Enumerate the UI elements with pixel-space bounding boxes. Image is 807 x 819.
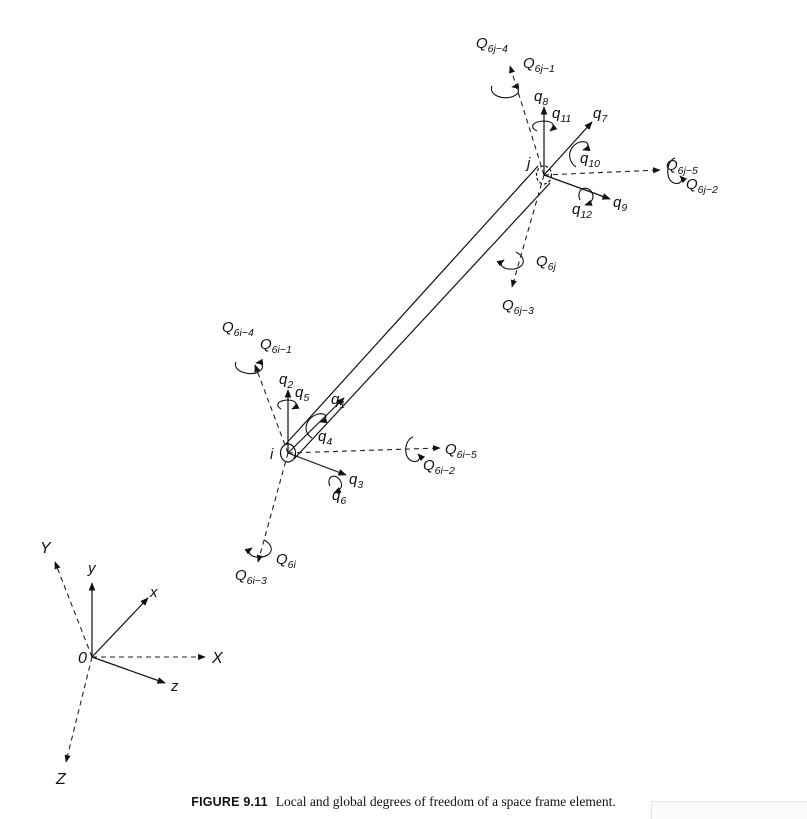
Q6i-2-label: Q6i−2 <box>423 457 455 477</box>
member-edge-lower <box>293 182 551 460</box>
q9-label: q9 <box>613 194 627 214</box>
Q6i-2-curl-icon <box>405 436 426 462</box>
q7-arrow <box>543 121 593 176</box>
Q6i-3-arrow <box>256 452 289 563</box>
Q6j-4-label: Q6j−4 <box>476 35 508 55</box>
Q6j-1-label: Q6j−1 <box>523 55 555 75</box>
Q6i-4-arrow <box>254 364 289 454</box>
Q6j-2-curl-icon <box>667 157 688 184</box>
Q6j-3-label: Q6j−3 <box>502 297 534 317</box>
global-Z-label: Z <box>55 771 67 788</box>
origin-label: 0 <box>78 650 87 667</box>
frame-member <box>279 165 553 463</box>
q4-label: q4 <box>318 428 332 448</box>
q5-curl-icon <box>277 399 300 410</box>
node-j-dofs: j q8 q11 q7 q10 q9 q12 Q6j−4 Q6j−1 Q6j−5… <box>476 35 718 317</box>
node-i-dofs: i q2 q5 q1 q4 q3 q6 Q6i−4 Q6i−1 Q6i−5 Q6… <box>222 319 477 587</box>
local-x-axis <box>91 597 149 658</box>
figure-number: FIGURE 9.11 <box>191 795 268 809</box>
q4-curl-icon <box>305 413 328 439</box>
q1-arrow <box>287 397 345 454</box>
figure-caption: FIGURE 9.11 Local and global degrees of f… <box>0 794 807 810</box>
node-j-label: j <box>525 155 531 172</box>
q6-label: q6 <box>332 487 346 507</box>
Q6j-1-curl-icon <box>490 82 520 99</box>
local-z-label: z <box>170 678 179 695</box>
global-Y-label: Y <box>40 540 52 557</box>
global-Z-axis <box>64 656 93 763</box>
Q6i-5-arrow <box>287 445 441 454</box>
global-X-label: X <box>211 650 224 667</box>
member-edge-upper <box>283 165 539 447</box>
Q6i-5-label: Q6i−5 <box>445 441 477 461</box>
q8-label: q8 <box>534 88 548 108</box>
q11-curl-icon <box>532 120 558 132</box>
q9-arrow <box>543 174 611 200</box>
local-y-label: y <box>87 560 97 577</box>
reference-axes: 0 Y X Z y x z <box>40 540 224 788</box>
Q6i-1-curl-icon <box>234 358 264 375</box>
Q6j-2-label: Q6j−2 <box>686 176 718 196</box>
global-Y-axis <box>54 561 93 658</box>
node-i-label: i <box>270 446 274 463</box>
Q6i-curl-icon <box>244 539 272 558</box>
Q6j-3-arrow <box>510 174 545 288</box>
Q6j-curl-icon <box>496 251 524 270</box>
q7-label: q7 <box>593 105 608 125</box>
q2-label: q2 <box>279 371 293 391</box>
q12-curl-icon <box>578 187 594 206</box>
Q6i-label: Q6i <box>276 551 297 571</box>
q1-label: q1 <box>331 391 345 411</box>
q10-curl-icon <box>569 141 591 168</box>
Q6j-4-arrow <box>509 65 545 176</box>
caption-text: Local and global degrees of freedom of a… <box>275 794 616 809</box>
node-j-end <box>535 165 553 185</box>
q3-arrow <box>287 452 347 476</box>
q3-label: q3 <box>349 471 363 491</box>
Q6j-label: Q6j <box>536 253 557 273</box>
q10-label: q10 <box>580 150 600 170</box>
local-x-label: x <box>149 584 158 601</box>
caption-shadow-box <box>651 801 807 819</box>
Q6j-5-arrow <box>543 167 661 176</box>
Q6i-1-label: Q6i−1 <box>260 336 292 356</box>
q12-label: q12 <box>572 201 592 221</box>
Q6i-3-label: Q6i−3 <box>235 567 267 587</box>
q5-label: q5 <box>295 384 309 404</box>
q6-curl-icon <box>328 475 343 494</box>
local-z-axis <box>91 656 166 684</box>
Q6i-4-label: Q6i−4 <box>222 319 254 339</box>
q11-label: q11 <box>552 105 571 125</box>
Q6j-5-label: Q6j−5 <box>666 157 698 177</box>
